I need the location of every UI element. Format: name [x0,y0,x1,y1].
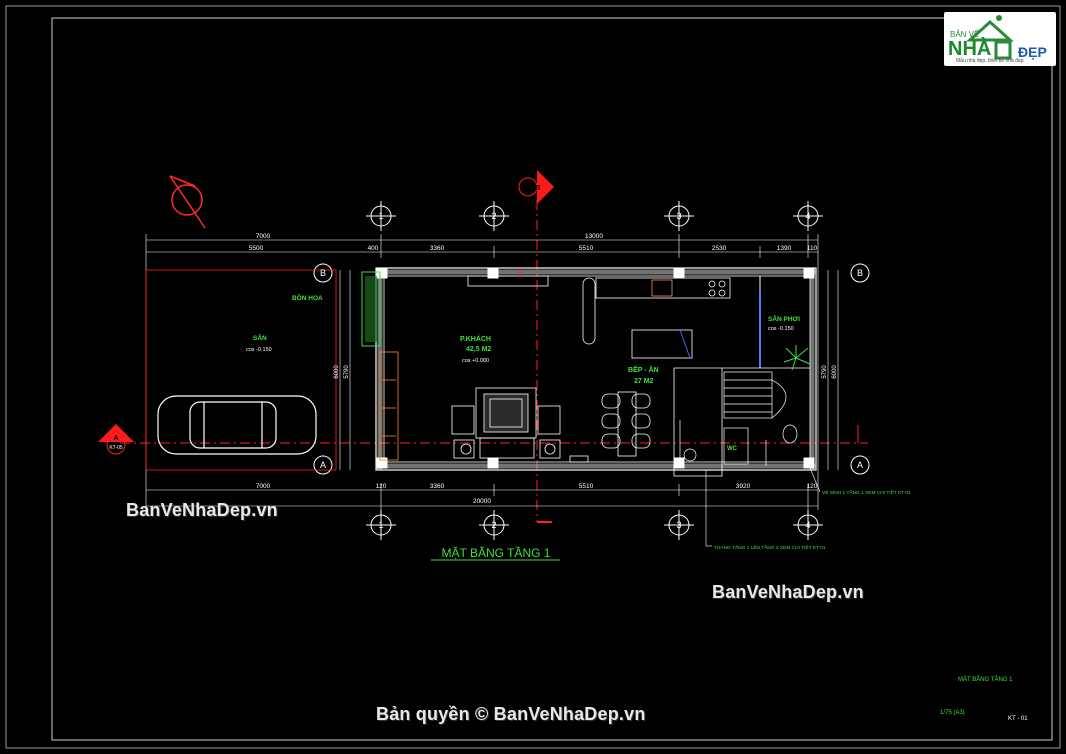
dim-top2-a: 5500 [249,245,264,252]
dim-top2-b: 400 [368,245,379,252]
room-san-phoi-level: cos -0.150 [768,326,794,332]
dim-bot1-a: 7000 [256,483,271,490]
room-bep-an: BẾP - ĂN [628,364,659,374]
title-block-sheet-no: KT - 01 [1008,716,1028,722]
north-arrow-icon [169,175,206,229]
lot-boundary [145,269,337,471]
note-stair-2: THANG TẦNG 1 LÊN TẦNG 2 XEM CHI TIẾT KT-… [714,543,826,551]
staircase [723,371,787,419]
front-doors [379,351,399,461]
title-block: MẶT BẰNG TẦNG 1 1/75 (A3) KT - 01 [940,675,1028,722]
grid-label-3-top: 3 [676,211,681,221]
dim-bot1-d: 5510 [579,483,594,490]
brand-logo: BẢN VẼ NHÀ ĐẸP Mẫu nhà đẹp, thiết kế nhà… [944,12,1056,66]
watermark-right: BanVeNhaDep.vn [712,582,864,602]
section-marker-b-label: B [535,185,540,192]
grid-bubbles-side [313,263,870,475]
dim-bot1-c: 3360 [430,483,445,490]
room-bon-hoa: BỒN HOA [292,292,323,302]
room-khach-area: 42,5 M2 [466,346,491,353]
grid-bubbles-top [366,201,823,231]
dim-top2-d: 5510 [579,245,594,252]
dimension-texts: 7000 13000 5500 400 3360 5510 2530 1390 … [249,233,818,505]
dim-bot1-f: 120 [807,483,818,490]
grid-label-2-bottom: 2 [491,520,496,530]
section-marker-a-label: A [113,435,118,442]
section-ref-label: KT-05 [109,445,123,451]
title-block-sheet-name: MẶT BẰNG TẦNG 1 [958,675,1013,683]
wc-fixtures [679,420,798,466]
logo-line2: NHÀ [948,38,992,60]
dim-top1-a: 7000 [256,233,271,240]
plant-icon [783,345,811,371]
room-san-level: cos -0.150 [246,347,272,353]
grid-label-2-top: 2 [491,211,496,221]
dim-side-d: 6000 [832,365,838,379]
grid-label-4-bottom: 4 [805,520,810,530]
side-dimension-texts: 6000 5790 5790 6000 [334,365,838,379]
dim-top1-b: 13000 [585,233,603,240]
grid-label-3-bottom: 3 [676,520,681,530]
dim-side-b: 5790 [344,365,350,379]
grid-label-a-right: A [857,460,863,470]
room-san: SÂN [253,333,267,342]
room-wc: WC [727,446,738,452]
grid-label-1-top: 1 [378,211,383,221]
room-san-phoi: SÂN PHƠI [768,314,800,323]
grid-label-a-left: A [320,460,326,470]
living-furniture [451,275,589,463]
dim-top2-g: 110 [807,245,818,252]
note-stair-1: VỆ SINH 1 TẦNG 1 XEM CHI TIẾT KT-01 [822,488,911,496]
dim-total: 20000 [473,498,491,505]
watermark-left: BanVeNhaDep.vn [126,500,278,520]
logo-line3: ĐẸP [1018,44,1047,60]
section-marker-labels: B A KT-05 [109,185,540,451]
room-khach: P.KHÁCH [460,334,491,343]
kitchen-furniture [582,277,731,457]
house-logo-icon [966,15,1014,60]
grid-label-b-left: B [320,268,326,278]
grid-label-1-bottom: 1 [378,520,383,530]
note-leaders [705,467,821,547]
title-block-scale: 1/75 (A3) [940,710,965,716]
section-marker-b-icon [518,170,554,204]
room-labels: BỒN HOA SÂN cos -0.150 P.KHÁCH 42,5 M2 c… [246,292,800,452]
dim-bot1-b: 120 [376,483,387,490]
dim-bot1-e: 3920 [736,483,751,490]
dim-side-c: 5790 [822,365,828,379]
room-khach-level: cos +0.000 [462,358,489,364]
grid-bubbles-bottom [366,510,823,540]
grid-labels: 1 2 3 4 1 2 3 4 B B A A [320,211,863,530]
car-icon [157,395,317,455]
grid-label-b-right: B [857,268,863,278]
logo-line1: BẢN VẼ [950,30,980,39]
drawing-title: MẶT BẰNG TẦNG 1 [442,545,551,560]
note-texts: VỆ SINH 1 TẦNG 1 XEM CHI TIẾT KT-01 THAN… [714,488,911,551]
grid-label-4-top: 4 [805,211,810,221]
section-marker-a-icon [98,424,134,455]
watermark-copyright: Bản quyền © BanVeNhaDep.vn [376,704,646,724]
dim-top2-e: 2530 [712,245,727,252]
sheet-outer-frame [5,5,1061,749]
logo-tagline: Mẫu nhà đẹp, thiết kế nhà đẹp [956,58,1024,64]
dim-top2-f: 1390 [777,245,792,252]
dim-top2-c: 3360 [430,245,445,252]
dim-side-a: 6000 [334,365,340,379]
sheet-inner-frame [51,17,1053,741]
flower-bed [361,271,381,347]
room-bep-area: 27 M2 [634,378,654,385]
